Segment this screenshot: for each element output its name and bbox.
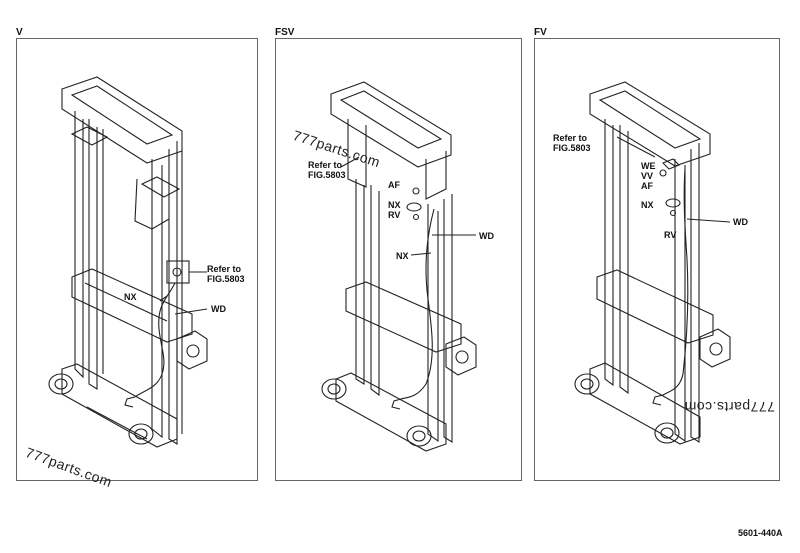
panel-label-v: V <box>16 27 23 38</box>
figure-number: 5601-440A <box>738 528 783 538</box>
callout-refer-fig: Refer to FIG.5803 <box>308 160 346 180</box>
mast-drawing-v <box>48 76 208 448</box>
callout-wd: WD <box>211 304 226 314</box>
callout-nx: NX <box>641 200 654 210</box>
callout-wd: WD <box>733 217 748 227</box>
callout-nx-lower: NX <box>396 251 409 261</box>
callout-af: AF <box>388 180 400 190</box>
callout-vv: VV <box>641 171 654 181</box>
callout-af: AF <box>641 181 653 191</box>
callout-wd: WD <box>479 231 494 241</box>
panel-label-fsv: FSV <box>275 27 295 38</box>
callout-refer-fig: Refer to FIG.5803 <box>553 133 591 153</box>
panel-v: Refer to FIG.5803 NX WD 777parts.com <box>16 38 258 490</box>
watermark: 777parts.com <box>684 399 775 415</box>
callout-we: WE <box>641 161 656 171</box>
mast-drawing-fsv <box>321 81 477 452</box>
panel-fsv: Refer to FIG.5803 AF NX RV WD NX 777part… <box>275 38 522 481</box>
panel-label-fv: FV <box>534 27 547 38</box>
callout-nx: NX <box>124 292 137 302</box>
callout-refer-fig: Refer to FIG.5803 <box>207 264 245 284</box>
mast-drawing-fv <box>574 81 731 445</box>
callout-nx: NX <box>388 200 401 210</box>
panel-fv: Refer to FIG.5803 WE VV AF NX RV WD 777p… <box>534 38 780 481</box>
callout-rv: RV <box>388 210 401 220</box>
callout-rv: RV <box>664 230 677 240</box>
